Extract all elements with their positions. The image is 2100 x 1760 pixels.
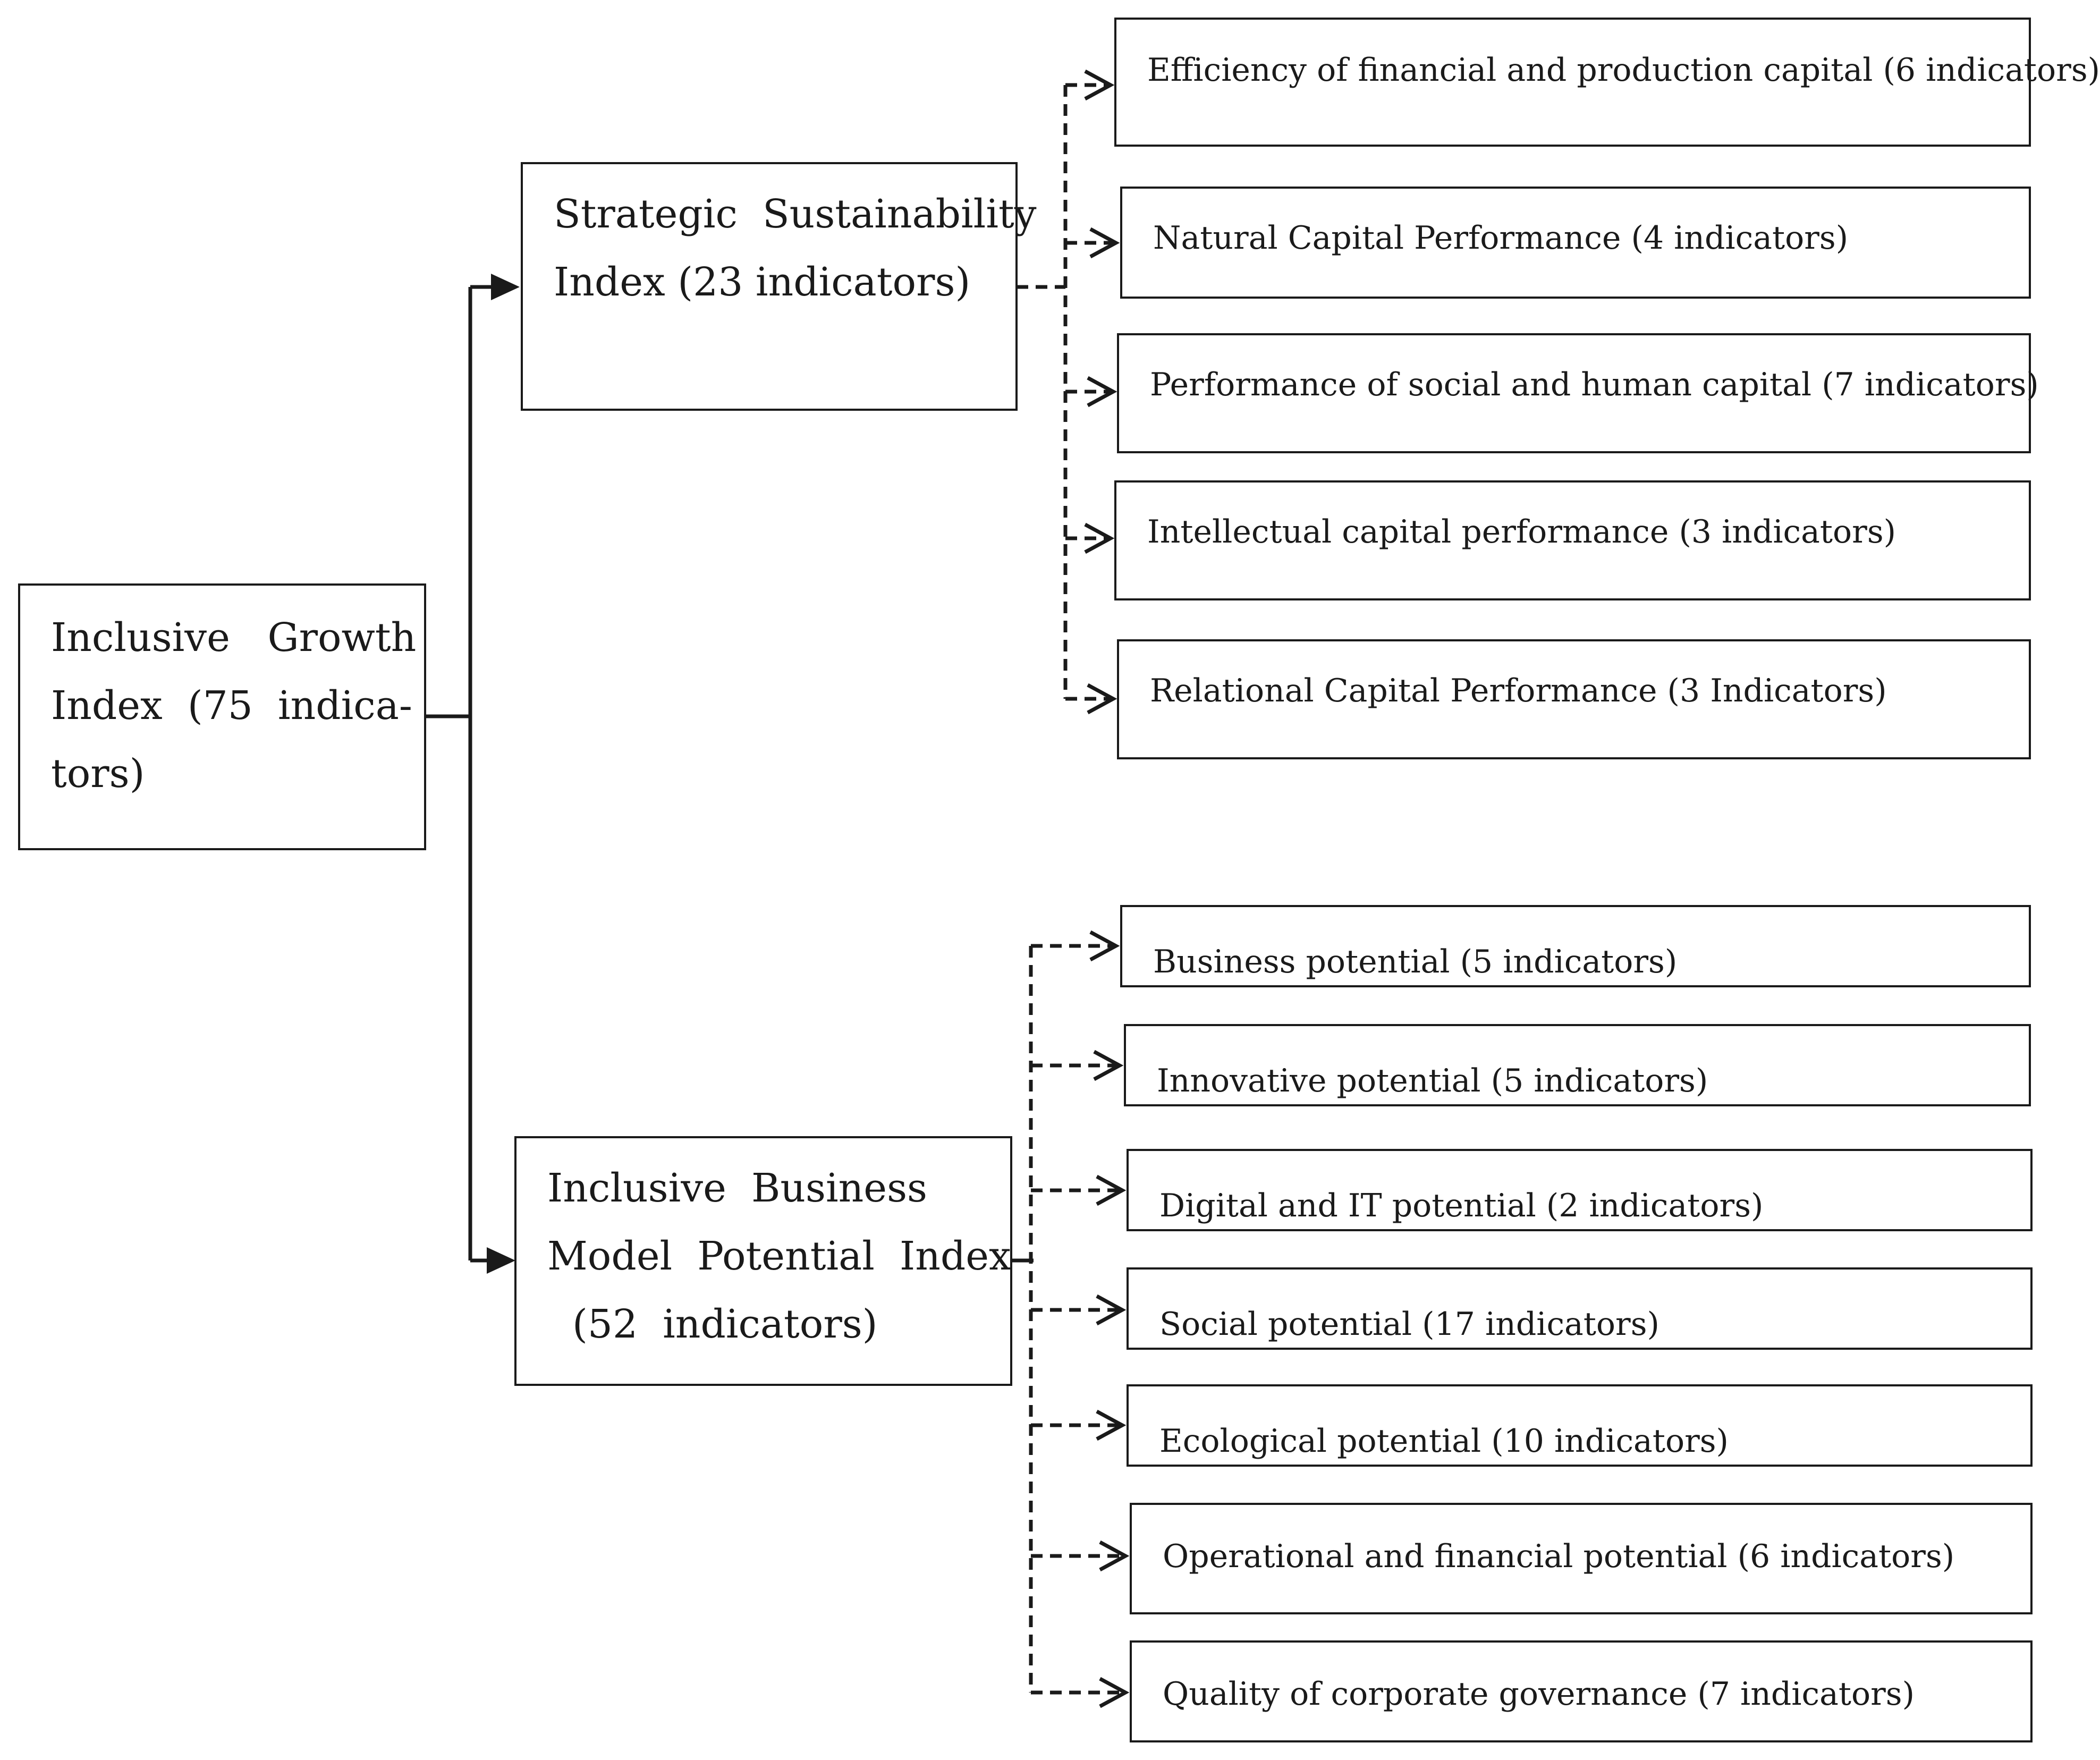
ssi-child-intellectual-capital: Intellectual capital performance (3 indi…	[1114, 480, 2031, 600]
ibm-child-innovative-potential: Innovative potential (5 indicators)	[1124, 1024, 2031, 1106]
ibm-node-line-3: (52 indicators)	[547, 1301, 878, 1347]
root-node-line-2: Index (75 indica-	[51, 683, 412, 729]
ssi-child-social-human-capital: Performance of social and human capital …	[1117, 333, 2039, 453]
ibm-child-corporate-governance: Quality of corporate governance (7 indic…	[1130, 1640, 2033, 1742]
ssi-child-label: Performance of social and human capital …	[1150, 366, 2039, 403]
ibm-child-operational-financial-potential: Operational and financial potential (6 i…	[1130, 1503, 2033, 1614]
dashed-arrow-ibm-5-head	[1099, 1540, 1130, 1572]
ssi-child-label: Intellectual capital performance (3 indi…	[1147, 513, 1896, 551]
dashed-arrow-ssi-2-head	[1087, 376, 1117, 408]
root-node-line-1: Inclusive Growth	[51, 615, 417, 661]
solid-arrowhead-ibm	[487, 1247, 515, 1274]
dashed-arrow-ibm-2-head	[1096, 1174, 1127, 1206]
ssi-node-line-2: Index (23 indicators)	[554, 259, 971, 305]
ssi-child-label: Natural Capital Performance (4 indicator…	[1153, 219, 1849, 257]
ibm-child-label: Ecological potential (10 indicators)	[1159, 1423, 1729, 1460]
ibm-child-label: Quality of corporate governance (7 indic…	[1163, 1676, 1915, 1713]
solid-arrowhead-ssi	[491, 274, 520, 300]
ibm-node-line-1: Inclusive Business	[547, 1165, 928, 1211]
ssi-child-label: Relational Capital Performance (3 Indica…	[1150, 672, 1887, 709]
dashed-arrow-ibm-1-head	[1093, 1050, 1124, 1081]
hierarchy-diagram: Inclusive Growth Index (75 indica- tors)…	[18, 18, 2100, 1742]
root-node-line-3: tors)	[51, 751, 145, 797]
dashed-arrow-ibm-6-head	[1099, 1677, 1130, 1708]
root-node-inclusive-growth-index: Inclusive Growth Index (75 indica- tors)	[18, 583, 426, 850]
ssi-node-line-1: Strategic Sustainability	[554, 191, 1037, 237]
ibm-child-label: Digital and IT potential (2 indicators)	[1159, 1187, 1764, 1224]
dashed-arrow-ibm-4-head	[1096, 1409, 1127, 1441]
node-inclusive-business-model-potential-index: Inclusive Business Model Potential Index…	[514, 1136, 1012, 1386]
ibm-child-label: Business potential (5 indicators)	[1153, 943, 1678, 980]
ibm-child-label: Innovative potential (5 indicators)	[1157, 1062, 1708, 1099]
dashed-arrow-ssi-1-head	[1089, 227, 1120, 259]
ibm-child-digital-it-potential: Digital and IT potential (2 indicators)	[1127, 1149, 2033, 1231]
dashed-arrow-ssi-0-head	[1084, 69, 1115, 101]
ibm-child-label: Social potential (17 indicators)	[1159, 1306, 1659, 1343]
root-node-text: Inclusive Growth Index (75 indica- tors)	[51, 604, 417, 808]
dashed-arrow-ssi-3-head	[1084, 522, 1115, 554]
ibm-node-line-2: Model Potential Index	[547, 1233, 1011, 1279]
ibm-child-social-potential: Social potential (17 indicators)	[1127, 1267, 2033, 1350]
node-strategic-sustainability-index: Strategic Sustainability Index (23 indic…	[521, 162, 1037, 411]
ssi-child-relational-capital: Relational Capital Performance (3 Indica…	[1117, 639, 2031, 759]
dashed-arrow-ibm-3-head	[1096, 1294, 1127, 1326]
ssi-child-efficiency-financial-production: Efficiency of financial and production c…	[1114, 18, 2100, 147]
ibm-child-ecological-potential: Ecological potential (10 indicators)	[1127, 1384, 2033, 1467]
ibm-node-text: Inclusive Business Model Potential Index…	[547, 1154, 1011, 1358]
dashed-arrow-ssi-4-head	[1087, 683, 1117, 715]
ibm-child-label: Operational and financial potential (6 i…	[1163, 1538, 1955, 1575]
ssi-child-label: Efficiency of financial and production c…	[1147, 52, 2100, 89]
connector-layer	[425, 69, 1130, 1708]
ssi-child-natural-capital: Natural Capital Performance (4 indicator…	[1120, 187, 2031, 299]
ssi-node-text: Strategic Sustainability Index (23 indic…	[554, 180, 1037, 316]
dashed-arrow-ibm-0-head	[1089, 930, 1120, 962]
ibm-child-business-potential: Business potential (5 indicators)	[1120, 905, 2031, 987]
